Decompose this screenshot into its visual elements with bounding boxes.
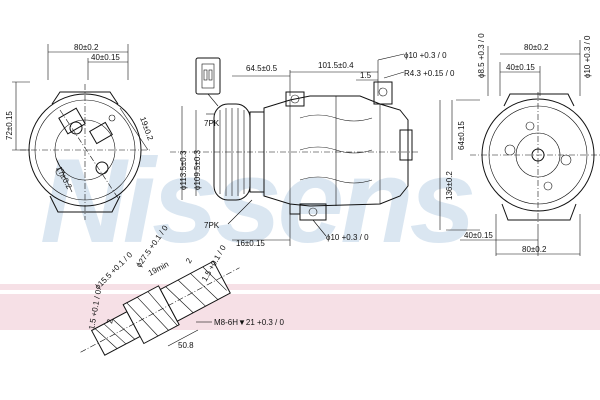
pulley-label-bottom: 7PK xyxy=(204,221,220,230)
pulley-label-top: 7PK xyxy=(204,119,220,128)
right-bottom-dim-outer: 80±0.2 xyxy=(522,245,547,254)
right-side-dim-a: 64±0.15 xyxy=(457,121,466,150)
left-side-dim: 72±0.15 xyxy=(5,111,14,140)
connector-inset xyxy=(195,57,221,95)
middle-view: 64.5±0.5 101.5±0.4 ϕ10 +0.3 / 0 1.5 R4.3… xyxy=(170,51,455,248)
detail-d3: 2 xyxy=(184,256,194,265)
pulley-outer-dia: ϕ113.5±0.3 xyxy=(179,150,188,190)
detail-length: 50.8 xyxy=(178,341,194,350)
highlight-band-top xyxy=(0,284,600,290)
radius-dim: R4.3 +0.15 / 0 xyxy=(404,69,455,78)
detail-d6: 2 xyxy=(105,318,115,324)
left-top-dim-outer: 80±0.2 xyxy=(74,43,99,52)
pulley-inner-dia: ϕ109.5±0.3 xyxy=(193,149,202,190)
left-top-dim-inner: 40±0.15 xyxy=(91,53,120,62)
small-dim: 1.5 xyxy=(360,71,372,80)
detail-thread: M8-6H▼21 +0.3 / 0 xyxy=(214,318,285,327)
right-top-dim-outer: 80±0.2 xyxy=(524,43,549,52)
right-top-dim-inner: 40±0.15 xyxy=(506,63,535,72)
right-view: ϕ8.5 +0.3 / 0 80±0.2 ϕ10 +0.3 / 0 40±0.1… xyxy=(439,33,600,256)
length-dim: 101.5±0.4 xyxy=(318,61,354,70)
right-bottom-dim-inner: 40±0.15 xyxy=(464,231,493,240)
hole-dim: ϕ10 +0.3 / 0 xyxy=(404,51,447,60)
watermark-logo: Nissens xyxy=(40,134,473,268)
bottom-hole-dim: ϕ10 +0.3 / 0 xyxy=(326,233,369,242)
bottom-offset-dim: 16±0.15 xyxy=(236,239,265,248)
connector-dim: 64.5±0.5 xyxy=(246,64,278,73)
detail-d7: 1.5 +0.1 / 0 xyxy=(87,289,103,331)
right-hole-right: ϕ10 +0.3 / 0 xyxy=(583,35,592,78)
right-side-dim-b: 136±0.2 xyxy=(445,171,454,200)
right-hole-left: ϕ8.5 +0.3 / 0 xyxy=(477,33,486,78)
highlight-band-bottom xyxy=(0,294,600,330)
